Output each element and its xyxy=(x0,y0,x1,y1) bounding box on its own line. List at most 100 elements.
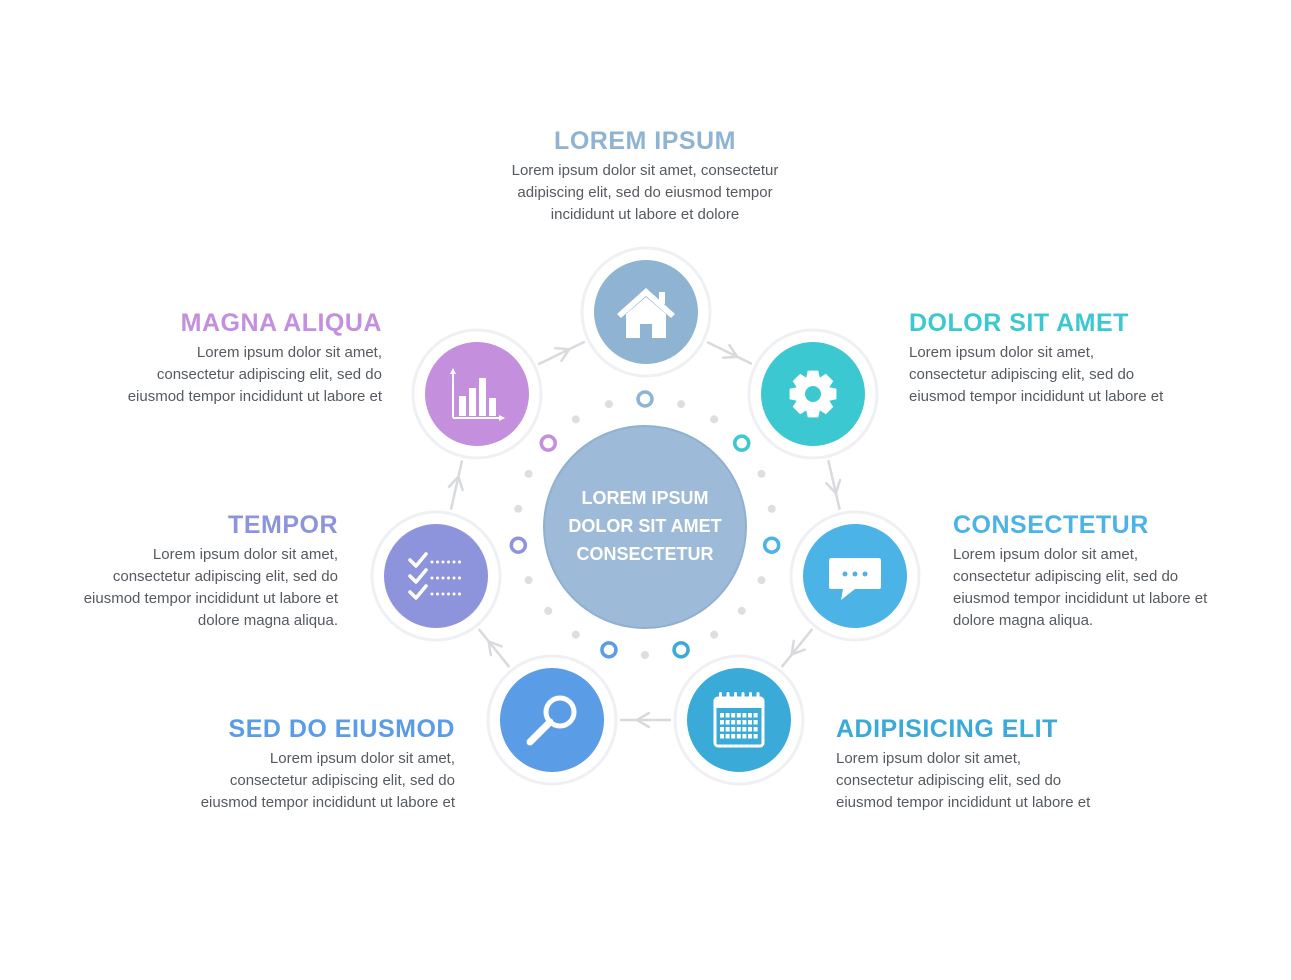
accent-ring-dot xyxy=(539,434,558,452)
ring-dot xyxy=(641,651,649,659)
ring-dot xyxy=(514,504,523,513)
calendar-ring xyxy=(726,692,730,701)
calendar-day xyxy=(742,720,747,725)
description-line: consectetur adipiscing elit, sed do xyxy=(229,772,455,789)
step-description: Lorem ipsum dolor sit amet, consectetur … xyxy=(909,342,1163,408)
description-line: consectetur adipiscing elit, sed do xyxy=(156,366,382,383)
description-line: eiusmod tempor incididunt ut labore et xyxy=(200,794,455,811)
check-line-dot xyxy=(458,592,461,596)
calendar-day xyxy=(736,734,741,739)
ring-dot xyxy=(737,606,746,615)
search-icon xyxy=(526,695,577,746)
calendar-day xyxy=(742,713,747,718)
description-line: eiusmod tempor incididunt ut labore et xyxy=(953,590,1208,607)
check-line-dot xyxy=(441,592,445,596)
step-description: Lorem ipsum dolor sit amet, consectetur … xyxy=(84,544,338,632)
check-line-dot xyxy=(452,560,456,564)
description-line: Lorem ipsum dolor sit amet, xyxy=(953,546,1139,563)
description-line: dolore magna aliqua. xyxy=(197,612,338,629)
cycle-arrows xyxy=(447,340,842,729)
description-line: consectetur adipiscing elit, sed do xyxy=(909,366,1135,383)
calendar-day xyxy=(753,720,758,725)
ring-dot xyxy=(571,415,580,424)
calendar-day xyxy=(720,713,724,718)
check-line-dot xyxy=(447,592,450,596)
check-line-dot xyxy=(436,560,439,564)
gear-icon xyxy=(789,370,837,418)
calendar-day xyxy=(748,720,752,725)
step-title: MAGNA ALIQUA xyxy=(180,309,382,337)
calendar-day xyxy=(720,734,724,739)
ring-dot xyxy=(767,504,776,513)
node-dolor-sit-amet xyxy=(747,328,879,460)
node-adipisicing-elit xyxy=(673,654,805,786)
calendar-day xyxy=(720,727,724,732)
calendar-day xyxy=(720,720,724,725)
check-line-dot xyxy=(430,592,434,596)
description-line: Lorem ipsum dolor sit amet, xyxy=(836,750,1022,767)
calendar-icon xyxy=(713,692,765,748)
calendar-day xyxy=(748,734,752,739)
arrow-line xyxy=(706,340,753,366)
calendar-day xyxy=(731,727,736,732)
description-line: consectetur adipiscing elit, sed do xyxy=(112,568,338,585)
description-line: Lorem ipsum dolor sit amet, xyxy=(152,546,338,563)
ring-dot xyxy=(604,400,613,409)
accent-ring-dot xyxy=(732,434,751,452)
check-line-dot xyxy=(441,560,445,564)
arrow-head xyxy=(487,640,503,657)
arrow-line xyxy=(537,340,586,366)
calendar-day xyxy=(742,727,747,732)
calendar-day xyxy=(748,713,752,718)
check-line-dot xyxy=(458,576,461,580)
step-description: Lorem ipsum dolor sit amet, consectetur … xyxy=(201,748,455,814)
description-line: Lorem ipsum dolor sit amet, xyxy=(909,344,1095,361)
arrow-line xyxy=(477,628,511,668)
node-tempor xyxy=(370,510,502,642)
arrow-head xyxy=(635,711,651,729)
calendar-day xyxy=(736,713,741,718)
arrow-head xyxy=(722,343,739,359)
check-line-dot xyxy=(447,576,450,580)
calendar-day xyxy=(731,720,736,725)
calendar-day xyxy=(725,734,730,739)
accent-ring-dot xyxy=(600,641,618,659)
node-magna-aliqua xyxy=(411,328,543,460)
ring-dot xyxy=(710,630,719,639)
calendar-ring xyxy=(741,692,745,701)
step-description: Lorem ipsum dolor sit amet, consectetur … xyxy=(495,160,795,226)
center-line: DOLOR SIT AMET xyxy=(568,516,722,536)
arrow-head xyxy=(554,346,571,363)
calendar-day xyxy=(742,734,747,739)
check-line-dot xyxy=(430,576,434,580)
description-line: eiusmod tempor incididunt ut labore et xyxy=(909,388,1164,405)
check-line-dot xyxy=(436,592,439,596)
check-line-dot xyxy=(452,576,456,580)
accent-ring-dot xyxy=(672,641,690,659)
ring-dot xyxy=(757,469,766,478)
check-line-dot xyxy=(436,576,439,580)
node-sed-do-eiusmod xyxy=(486,654,618,786)
calendar-day xyxy=(753,727,758,732)
calendar-ring xyxy=(749,692,752,701)
calendar-day xyxy=(748,727,752,732)
node-lorem-ipsum xyxy=(580,246,712,378)
calendar-day xyxy=(736,727,741,732)
calendar-day xyxy=(725,713,730,718)
description-line: consectetur adipiscing elit, sed do xyxy=(953,568,1179,585)
ring-dot xyxy=(524,469,533,478)
center-line: CONSECTETUR xyxy=(576,544,714,564)
step-description: Lorem ipsum dolor sit amet, consectetur … xyxy=(953,544,1207,632)
calendar-day xyxy=(753,713,758,718)
node-consectetur xyxy=(789,510,921,642)
accent-ring-dot xyxy=(636,390,654,408)
step-title: LOREM IPSUM xyxy=(554,127,736,155)
description-line: eiusmod tempor incididunt ut labore et xyxy=(83,590,338,607)
step-title: TEMPOR xyxy=(228,511,338,539)
calendar-ring xyxy=(756,692,760,701)
center-line: LOREM IPSUM xyxy=(581,488,709,508)
step-title: CONSECTETUR xyxy=(953,511,1149,539)
ring-dot xyxy=(710,415,719,424)
chat-icon xyxy=(829,558,881,600)
